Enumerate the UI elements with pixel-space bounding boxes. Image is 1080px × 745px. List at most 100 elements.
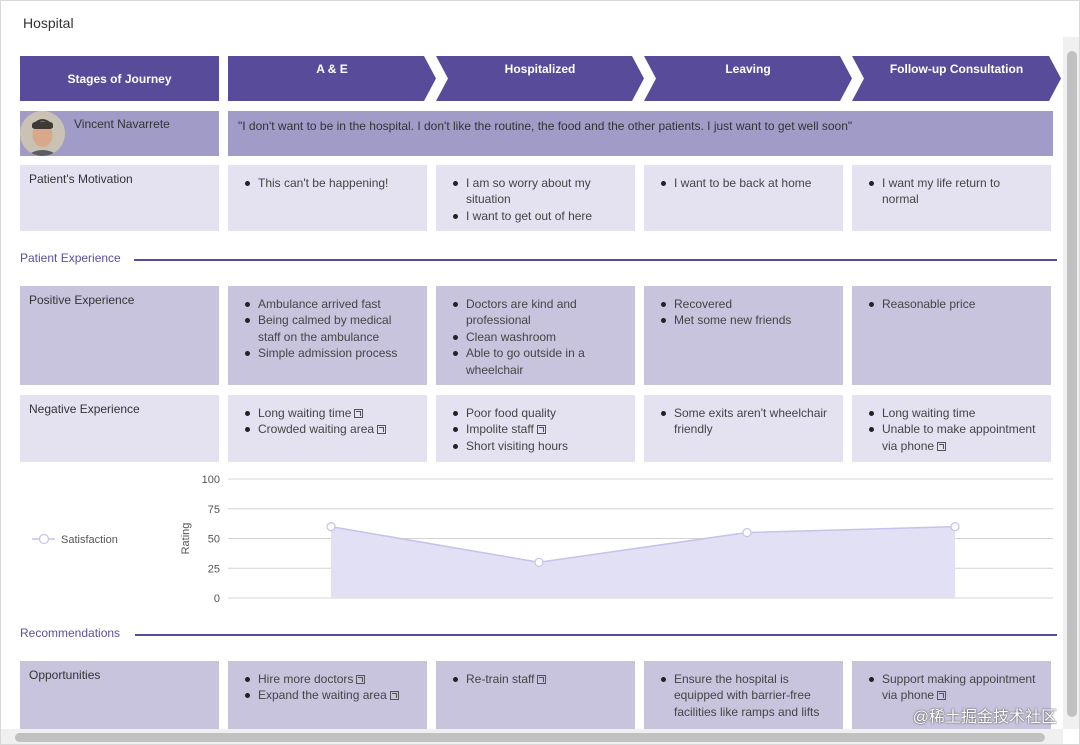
- bullet-list: This can't be happening!: [245, 175, 415, 191]
- list-item: Met some new friends: [661, 312, 831, 328]
- bullet-list: I am so worry about my situation I want …: [453, 175, 623, 224]
- horizontal-scroll-thumb[interactable]: [15, 733, 1045, 742]
- bullet-list: Hire more doctors Expand the waiting are…: [245, 671, 415, 704]
- bullet-list: Long waiting time Unable to make appoint…: [869, 405, 1039, 454]
- stage-label: Hospitalized: [504, 62, 576, 76]
- y-tick-label: 100: [202, 474, 220, 486]
- section-title-patient-experience: Patient Experience: [20, 251, 121, 265]
- stage-follow-up-consultation[interactable]: Follow-up Consultation: [852, 56, 1061, 101]
- watermark: @稀土掘金技术社区: [912, 709, 1057, 726]
- stage-arrow-shape: [228, 56, 436, 101]
- row-label-opportunities: Opportunities: [20, 661, 219, 729]
- legend-marker: [38, 533, 50, 545]
- stage-label: Follow-up Consultation: [889, 62, 1024, 76]
- opportunity-cell[interactable]: Support making appointment via phone: [852, 661, 1051, 729]
- list-item: Clean washroom: [453, 329, 623, 345]
- external-link-icon[interactable]: [937, 691, 947, 701]
- list-item: Hire more doctors: [245, 671, 415, 687]
- bullet-list: Doctors are kind and professional Clean …: [453, 296, 623, 378]
- persona-name: Vincent Navarrete: [74, 117, 170, 131]
- data-point: [742, 527, 752, 538]
- list-item: Poor food quality: [453, 405, 623, 421]
- negative-cell[interactable]: Some exits aren't wheelchair friendly: [644, 395, 843, 462]
- series-line: [330, 525, 956, 564]
- list-item: Able to go outside in a wheelchair: [453, 345, 623, 378]
- negative-cell[interactable]: Long waiting time Unable to make appoint…: [852, 395, 1051, 462]
- list-item: Unable to make appointment via phone: [869, 421, 1039, 454]
- stage-leaving[interactable]: Leaving: [644, 56, 852, 101]
- stage-arrow-shape: [436, 56, 644, 101]
- external-link-icon[interactable]: [354, 409, 364, 418]
- negative-cell[interactable]: Poor food quality Impolite staff Short v…: [436, 395, 635, 462]
- list-item: Being calmed by medical staff on the amb…: [245, 312, 415, 345]
- bullet-list: Reasonable price: [869, 296, 1039, 312]
- list-item: I want to get out of here: [453, 208, 623, 224]
- negative-cell[interactable]: Long waiting time Crowded waiting area: [228, 395, 427, 462]
- bullet-list: Recovered Met some new friends: [661, 296, 831, 329]
- bullet-list: Some exits aren't wheelchair friendly: [661, 405, 831, 438]
- list-item: Ensure the hospital is equipped with bar…: [661, 671, 831, 720]
- list-item: This can't be happening!: [245, 175, 415, 191]
- opportunity-cell[interactable]: Hire more doctors Expand the waiting are…: [228, 661, 427, 729]
- data-point: [534, 557, 544, 567]
- motivation-cell[interactable]: I want to be back at home: [644, 165, 843, 231]
- external-link-icon[interactable]: [937, 441, 947, 451]
- persona-card[interactable]: Vincent Navarrete: [20, 111, 219, 156]
- opportunity-cell[interactable]: Re-train staff: [436, 661, 635, 729]
- y-tick-label: 75: [208, 504, 220, 516]
- bullet-list: Poor food quality Impolite staff Short v…: [453, 405, 623, 454]
- window-title: Hospital: [23, 15, 74, 31]
- list-item: Simple admission process: [245, 345, 415, 361]
- section-divider: [135, 634, 1057, 636]
- external-link-icon[interactable]: [377, 425, 387, 435]
- vertical-scroll-thumb[interactable]: [1067, 51, 1077, 717]
- list-item: Long waiting time: [245, 405, 415, 421]
- motivation-cell[interactable]: I want my life return to normal: [852, 165, 1051, 231]
- list-item: Crowded waiting area: [245, 421, 415, 437]
- positive-cell[interactable]: Ambulance arrived fast Being calmed by m…: [228, 286, 427, 385]
- list-item: I want my life return to normal: [869, 175, 1039, 208]
- motivation-cell[interactable]: This can't be happening!: [228, 165, 427, 231]
- bullet-list: I want my life return to normal: [869, 175, 1039, 208]
- list-item: Recovered: [661, 296, 831, 312]
- series-area: [331, 526, 955, 598]
- external-link-icon[interactable]: [537, 675, 547, 684]
- stage-hospitalized[interactable]: Hospitalized: [436, 56, 644, 101]
- y-tick-label: 50: [208, 534, 220, 546]
- bullet-list: Long waiting time Crowded waiting area: [245, 405, 415, 438]
- opportunity-cell[interactable]: Ensure the hospital is equipped with bar…: [644, 661, 843, 729]
- positive-cell[interactable]: Reasonable price: [852, 286, 1051, 385]
- list-item: Short visiting hours: [453, 438, 623, 454]
- stage-label: A & E: [316, 62, 348, 76]
- bullet-list: Ensure the hospital is equipped with bar…: [661, 671, 831, 720]
- bullet-list: Ambulance arrived fast Being calmed by m…: [245, 296, 415, 362]
- stage-arrow-shape: [852, 56, 1061, 101]
- motivation-cell[interactable]: I am so worry about my situation I want …: [436, 165, 635, 231]
- positive-cell[interactable]: Doctors are kind and professional Clean …: [436, 286, 635, 385]
- stage-arrow-shape: [644, 56, 852, 101]
- horizontal-scrollbar[interactable]: [1, 729, 1063, 744]
- positive-cell[interactable]: Recovered Met some new friends: [644, 286, 843, 385]
- row-label-negative: Negative Experience: [20, 395, 219, 462]
- list-item: Reasonable price: [869, 296, 1039, 312]
- external-link-icon[interactable]: [356, 675, 366, 684]
- external-link-icon[interactable]: [536, 425, 546, 435]
- avatar: [20, 111, 65, 156]
- external-link-icon[interactable]: [389, 691, 399, 701]
- section-divider: [134, 259, 1057, 261]
- vertical-scrollbar[interactable]: [1063, 37, 1079, 729]
- stage-label: Leaving: [725, 62, 771, 76]
- section-title-recommendations: Recommendations: [20, 626, 121, 640]
- bullet-list: Support making appointment via phone: [869, 671, 1039, 704]
- stage-a-and-e[interactable]: A & E: [228, 56, 436, 101]
- list-item: Long waiting time: [869, 405, 1039, 421]
- bullet-list: Re-train staff: [453, 671, 623, 687]
- y-axis-title: Rating: [180, 523, 192, 555]
- list-item: Some exits aren't wheelchair friendly: [661, 405, 831, 438]
- list-item: I want to be back at home: [661, 175, 831, 191]
- list-item: Ambulance arrived fast: [245, 296, 415, 312]
- list-item: Re-train staff: [453, 671, 623, 687]
- persona-quote: "I don't want to be in the hospital. I d…: [228, 111, 1053, 156]
